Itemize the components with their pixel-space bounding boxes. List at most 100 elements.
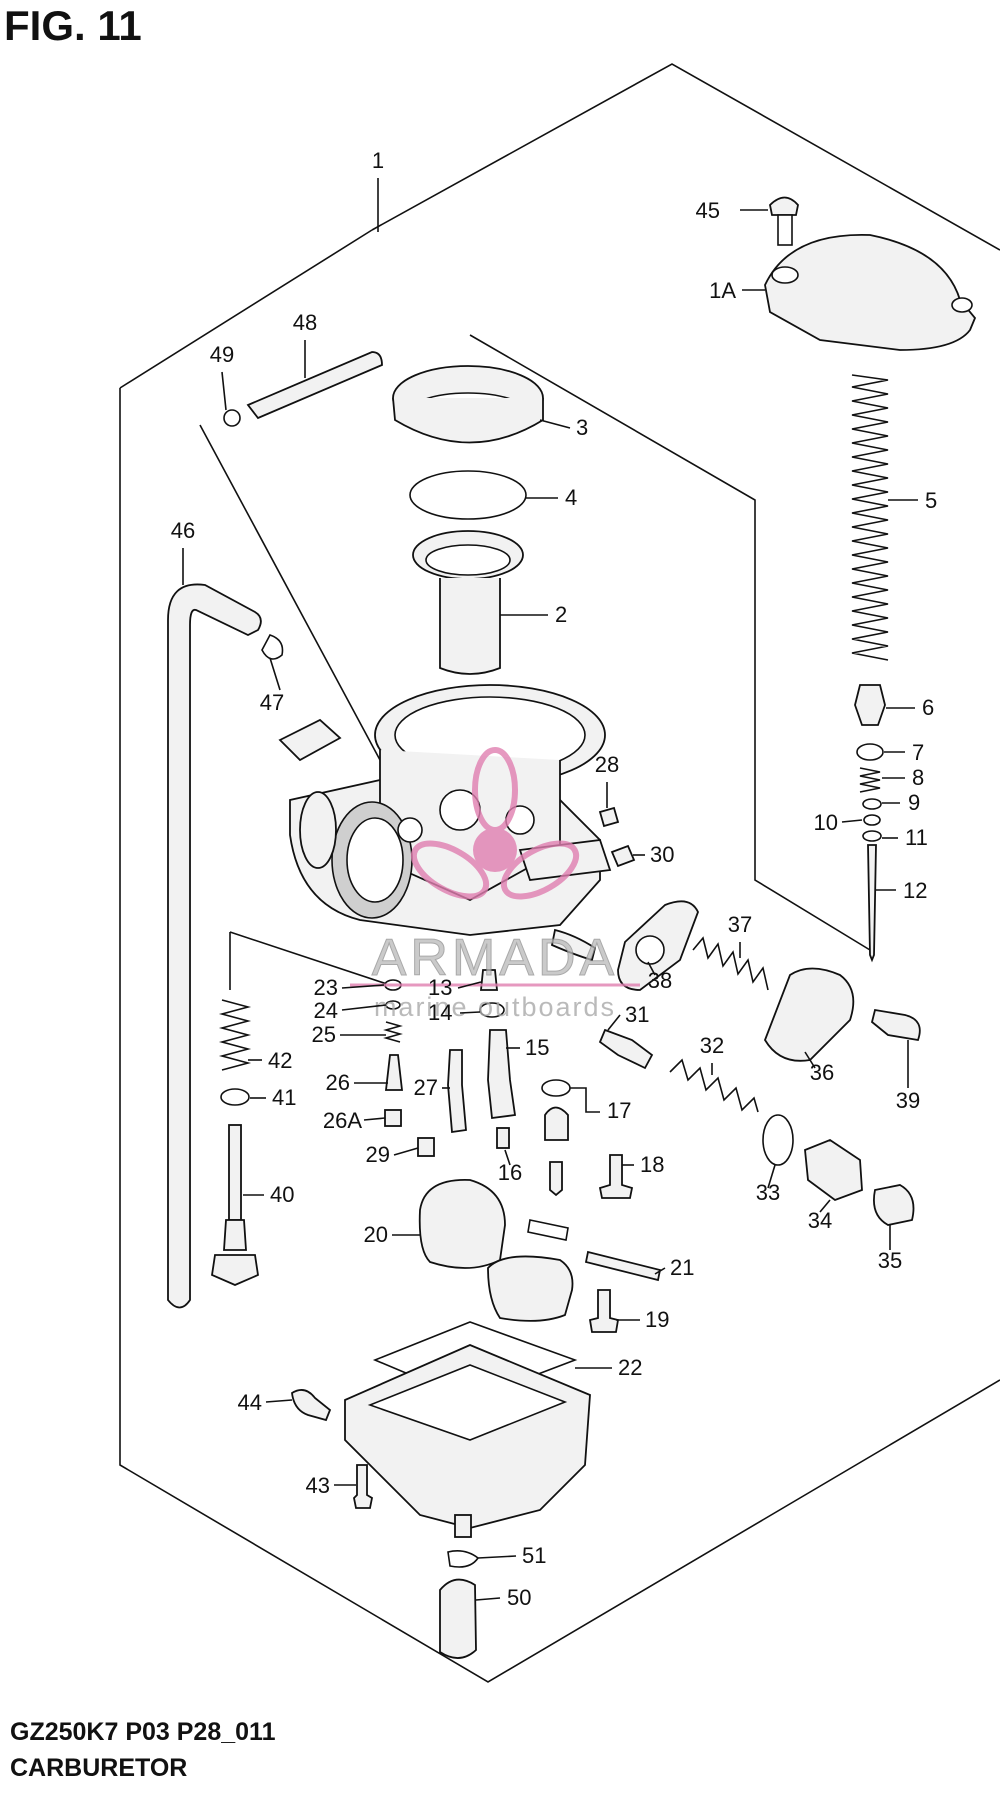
part-45-screw bbox=[769, 196, 799, 246]
part-15-jet bbox=[487, 1029, 517, 1120]
callout-18: 18 bbox=[640, 1152, 664, 1177]
assembly-boundary-lower bbox=[119, 388, 1000, 1683]
part-8-spring bbox=[859, 767, 881, 793]
callout-37: 37 bbox=[728, 912, 752, 937]
part-28-screw bbox=[598, 806, 620, 828]
callout-12: 12 bbox=[903, 878, 927, 903]
leader-36 bbox=[804, 1051, 816, 1069]
callout-41: 41 bbox=[272, 1085, 296, 1110]
part-33-o-ring bbox=[762, 1114, 794, 1166]
callout-22: 22 bbox=[618, 1355, 642, 1380]
callout-4: 4 bbox=[565, 485, 577, 510]
model-code: GZ250K7 P03 P28_011 bbox=[10, 1718, 276, 1746]
callout-34: 34 bbox=[808, 1208, 832, 1233]
callout-30: 30 bbox=[650, 842, 674, 867]
callout-48: 48 bbox=[293, 310, 317, 335]
part-7-washer bbox=[856, 743, 884, 761]
part-20-float bbox=[418, 1179, 574, 1322]
leader-16 bbox=[504, 1149, 511, 1166]
callout-43: 43 bbox=[306, 1473, 330, 1498]
part-1a-top-cover bbox=[764, 233, 977, 351]
callout-11: 11 bbox=[905, 825, 928, 850]
part-30-plug bbox=[610, 844, 636, 868]
callout-26a: 26A bbox=[323, 1108, 362, 1133]
callout-21: 21 bbox=[670, 1255, 694, 1280]
part-51-hose-clip bbox=[447, 1550, 480, 1568]
section-name: CARBURETOR bbox=[10, 1754, 188, 1782]
callout-42: 42 bbox=[268, 1048, 292, 1073]
part-43-screw bbox=[353, 1464, 374, 1509]
part-32-spring bbox=[669, 1058, 759, 1113]
part-21-float-pin bbox=[584, 1250, 662, 1282]
callout-32: 32 bbox=[700, 1033, 724, 1058]
callout-46: 46 bbox=[171, 518, 195, 543]
leader-51 bbox=[477, 1555, 517, 1559]
leader-49 bbox=[221, 371, 227, 411]
part-47-hose-clip bbox=[261, 634, 284, 660]
callout-19: 19 bbox=[645, 1307, 669, 1332]
callout-15: 15 bbox=[525, 1035, 549, 1060]
part-44-screw bbox=[291, 1389, 332, 1422]
leader-17 bbox=[570, 1087, 600, 1113]
callout-1a: 1A bbox=[709, 278, 736, 303]
part-5-spring bbox=[851, 374, 889, 661]
callout-31: 31 bbox=[625, 1002, 649, 1027]
leader-38 bbox=[647, 961, 656, 976]
part-46-vent-hose bbox=[167, 583, 262, 1309]
callout-5: 5 bbox=[925, 488, 937, 513]
callout-1: 1 bbox=[372, 148, 384, 173]
callout-36: 36 bbox=[810, 1060, 834, 1085]
callout-35: 35 bbox=[878, 1248, 902, 1273]
carburetor-body bbox=[278, 684, 612, 962]
callout-29: 29 bbox=[366, 1142, 390, 1167]
part-40-throttle-stop-screw bbox=[211, 1124, 259, 1286]
part-27-needle-jet bbox=[447, 1049, 467, 1134]
callout-27: 27 bbox=[414, 1075, 438, 1100]
callout-16: 16 bbox=[498, 1160, 522, 1185]
part-6-needle-retainer bbox=[854, 684, 886, 726]
callout-leader-lines bbox=[182, 178, 918, 1601]
watermark-tagline: marine outboards bbox=[374, 992, 616, 1022]
callout-45: 45 bbox=[696, 198, 720, 223]
assembly-boundary bbox=[371, 63, 1000, 251]
callout-20: 20 bbox=[364, 1222, 388, 1247]
figure-title: FIG. 11 bbox=[4, 2, 142, 49]
part-41-washer bbox=[220, 1088, 250, 1106]
callout-38: 38 bbox=[648, 968, 672, 993]
leader-21 bbox=[654, 1267, 666, 1275]
leader-50 bbox=[475, 1597, 501, 1601]
callout-8: 8 bbox=[912, 765, 924, 790]
callout-6: 6 bbox=[922, 695, 934, 720]
leader-44 bbox=[265, 1399, 293, 1403]
callout-24: 24 bbox=[314, 998, 338, 1023]
watermark-logo bbox=[410, 747, 580, 900]
part-11-washer bbox=[862, 830, 882, 842]
callout-28: 28 bbox=[595, 752, 619, 777]
part-4-o-ring bbox=[409, 470, 527, 520]
callout-23: 23 bbox=[314, 975, 338, 1000]
part-25-spring bbox=[383, 1021, 403, 1043]
callout-2: 2 bbox=[555, 602, 567, 627]
callout-3: 3 bbox=[576, 415, 588, 440]
callout-44: 44 bbox=[238, 1390, 262, 1415]
part-31-pilot-air-screw bbox=[598, 1028, 654, 1070]
callout-26: 26 bbox=[326, 1070, 350, 1095]
part-34-valve bbox=[804, 1138, 863, 1202]
leader-14 bbox=[459, 1011, 481, 1014]
part-36-cover bbox=[764, 967, 855, 1062]
callout-10: 10 bbox=[814, 810, 838, 835]
part-37-spring bbox=[692, 936, 769, 991]
callout-25: 25 bbox=[312, 1022, 336, 1047]
leader-34 bbox=[819, 1199, 831, 1213]
part-3-diaphragm bbox=[392, 365, 544, 444]
callout-39: 39 bbox=[896, 1088, 920, 1113]
part-26a-holder bbox=[384, 1109, 402, 1127]
part-10-e-clip bbox=[863, 814, 881, 826]
part-29-jet bbox=[417, 1137, 435, 1157]
part-2-piston-valve bbox=[412, 530, 524, 675]
callout-47: 47 bbox=[260, 690, 284, 715]
part-49-clip bbox=[223, 409, 241, 427]
